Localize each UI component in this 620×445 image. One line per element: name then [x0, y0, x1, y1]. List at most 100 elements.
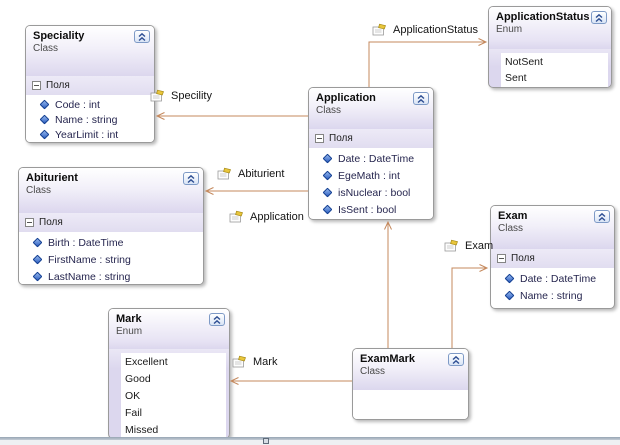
enum-literal[interactable]: Fail	[125, 407, 142, 419]
box-kind: Class	[26, 185, 52, 196]
member-row[interactable]: Code : int	[26, 97, 154, 112]
member-row[interactable]: Date : DateTime	[309, 150, 433, 167]
empty-members-area	[353, 390, 468, 419]
class-box-speciality[interactable]: Speciality Class Поля Code : int Name : …	[25, 25, 155, 143]
field-icon	[504, 290, 515, 301]
box-title: ApplicationStatus	[496, 11, 590, 23]
association-icon	[444, 239, 458, 252]
assoc-label-abiturient[interactable]: Abiturient	[217, 167, 284, 181]
member-text: FirstName : string	[48, 253, 131, 266]
assoc-label-text: Abiturient	[238, 168, 285, 180]
member-text: YearLimit : int	[55, 128, 119, 141]
box-header: Exam Class	[491, 206, 614, 249]
field-icon	[39, 129, 50, 140]
collapse-button[interactable]	[413, 92, 429, 105]
association-icon	[150, 89, 164, 102]
member-text: LastName : string	[48, 270, 131, 283]
field-icon	[39, 114, 50, 125]
fields-section: Поля	[491, 249, 614, 268]
collapse-button[interactable]	[448, 353, 464, 366]
member-text: isNuclear : bool	[338, 186, 411, 199]
member-text: Birth : DateTime	[48, 236, 124, 249]
expander-icon[interactable]	[25, 218, 34, 227]
box-kind: Class	[316, 105, 342, 116]
assoc-label-text: Mark	[253, 356, 278, 368]
box-title: Abiturient	[26, 172, 78, 184]
section-label: Поля	[511, 253, 535, 264]
member-row[interactable]: FirstName : string	[19, 251, 203, 268]
box-header: Application Class	[309, 88, 433, 129]
field-icon	[39, 99, 50, 110]
assoc-label-applicationstatus[interactable]: ApplicationStatus	[372, 23, 478, 37]
class-box-application[interactable]: Application Class Поля Date : DateTime E…	[308, 87, 434, 220]
member-text: Name : string	[55, 113, 118, 126]
divider-handle[interactable]	[263, 438, 269, 444]
below-divider-area	[0, 440, 620, 445]
collapse-chevron-icon	[595, 13, 603, 22]
expander-icon[interactable]	[315, 134, 324, 143]
member-row[interactable]: EgeMath : int	[309, 167, 433, 184]
association-icon	[229, 210, 243, 223]
box-kind: Class	[498, 223, 524, 234]
enum-literal[interactable]: OK	[125, 390, 141, 402]
collapse-button[interactable]	[134, 30, 150, 43]
field-icon	[322, 187, 333, 198]
field-icon	[504, 273, 515, 284]
enum-literal[interactable]: Sent	[505, 72, 527, 84]
box-kind: Enum	[496, 24, 523, 35]
collapse-chevron-icon	[187, 174, 195, 183]
assoc-label-application[interactable]: Application	[229, 210, 304, 224]
box-header: ExamMark Class	[353, 349, 468, 390]
enum-box-mark[interactable]: Mark Enum Excellent Good OK Fail Missed	[108, 308, 230, 439]
collapse-button[interactable]	[591, 11, 607, 24]
member-row[interactable]: IsSent : bool	[309, 201, 433, 218]
class-box-abiturient[interactable]: Abiturient Class Поля Birth : DateTime F…	[18, 167, 204, 285]
class-box-exam[interactable]: Exam Class Поля Date : DateTime Name : s…	[490, 205, 615, 309]
enum-literal[interactable]: NotSent	[505, 56, 543, 68]
class-box-exammark[interactable]: ExamMark Class	[352, 348, 469, 420]
enum-box-applicationstatus[interactable]: ApplicationStatus Enum NotSent Sent	[488, 6, 612, 88]
enum-literal[interactable]: Good	[125, 373, 151, 385]
member-row[interactable]: LastName : string	[19, 268, 203, 284]
member-row[interactable]: Name : string	[26, 112, 154, 127]
pane-divider[interactable]	[0, 437, 620, 440]
assoc-label-text: Specility	[171, 90, 212, 102]
member-text: Code : int	[55, 98, 100, 111]
assoc-label-specility[interactable]: Specility	[150, 89, 212, 103]
collapse-button[interactable]	[594, 210, 610, 223]
box-kind: Class	[360, 366, 386, 377]
association-icon	[217, 167, 231, 180]
enum-literal[interactable]: Excellent	[125, 356, 168, 368]
collapse-button[interactable]	[209, 313, 225, 326]
box-kind: Class	[33, 43, 59, 54]
field-icon	[322, 170, 333, 181]
connector-exammark-exam[interactable]	[451, 264, 489, 348]
member-row[interactable]: YearLimit : int	[26, 127, 154, 142]
section-label: Поля	[46, 80, 70, 91]
assoc-label-exam[interactable]: Exam	[444, 239, 493, 253]
fields-section: Поля	[309, 129, 433, 148]
collapse-button[interactable]	[183, 172, 199, 185]
member-row[interactable]: Name : string	[491, 287, 614, 304]
expander-icon[interactable]	[32, 81, 41, 90]
assoc-label-mark[interactable]: Mark	[232, 355, 277, 369]
box-header: Speciality Class	[26, 26, 154, 76]
member-text: Date : DateTime	[520, 272, 597, 285]
box-title: Exam	[498, 210, 528, 222]
enum-literal[interactable]: Missed	[125, 424, 159, 436]
association-icon	[232, 355, 246, 368]
member-row[interactable]: Date : DateTime	[491, 270, 614, 287]
box-title: ExamMark	[360, 353, 416, 365]
association-icon	[372, 23, 386, 36]
member-text: IsSent : bool	[338, 203, 397, 216]
box-kind: Enum	[116, 326, 143, 337]
field-icon	[32, 254, 43, 265]
expander-icon[interactable]	[497, 254, 506, 263]
member-row[interactable]: Birth : DateTime	[19, 234, 203, 251]
connector-applicationstatus[interactable]	[368, 38, 488, 87]
box-header: ApplicationStatus Enum	[489, 7, 611, 49]
member-row[interactable]: isNuclear : bool	[309, 184, 433, 201]
collapse-chevron-icon	[417, 94, 425, 103]
